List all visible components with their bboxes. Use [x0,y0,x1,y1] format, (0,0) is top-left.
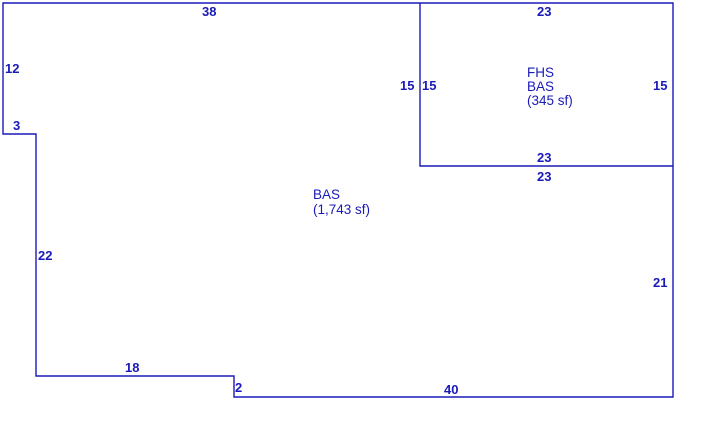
fhs-area-size: (345 sf) [527,93,573,108]
dim-right-lower: 21 [653,275,667,290]
dim-top-left: 38 [202,4,216,19]
dim-fhs-right: 15 [653,78,667,93]
fhs-area-code: FHS [527,65,554,80]
dim-notch: 3 [13,118,20,133]
dim-fhs-left-inner: 15 [422,78,436,93]
dim-bottom-right: 40 [444,382,458,397]
dim-fhs-top: 23 [537,4,551,19]
dim-bottom-left: 18 [125,360,139,375]
bas-outline [2,2,674,398]
bas-area-name: BAS [313,187,340,202]
fhs-area-name: BAS [527,79,554,94]
dim-left-lower: 22 [38,248,52,263]
dim-step: 2 [235,380,242,395]
dim-left-upper: 12 [5,61,19,76]
dim-fhs-bottom-outer: 23 [537,169,551,184]
dim-fhs-bottom-inner: 23 [537,150,551,165]
bas-area-size: (1,743 sf) [313,202,370,217]
dim-fhs-left-outer: 15 [400,78,414,93]
fhs-outline [419,3,673,167]
